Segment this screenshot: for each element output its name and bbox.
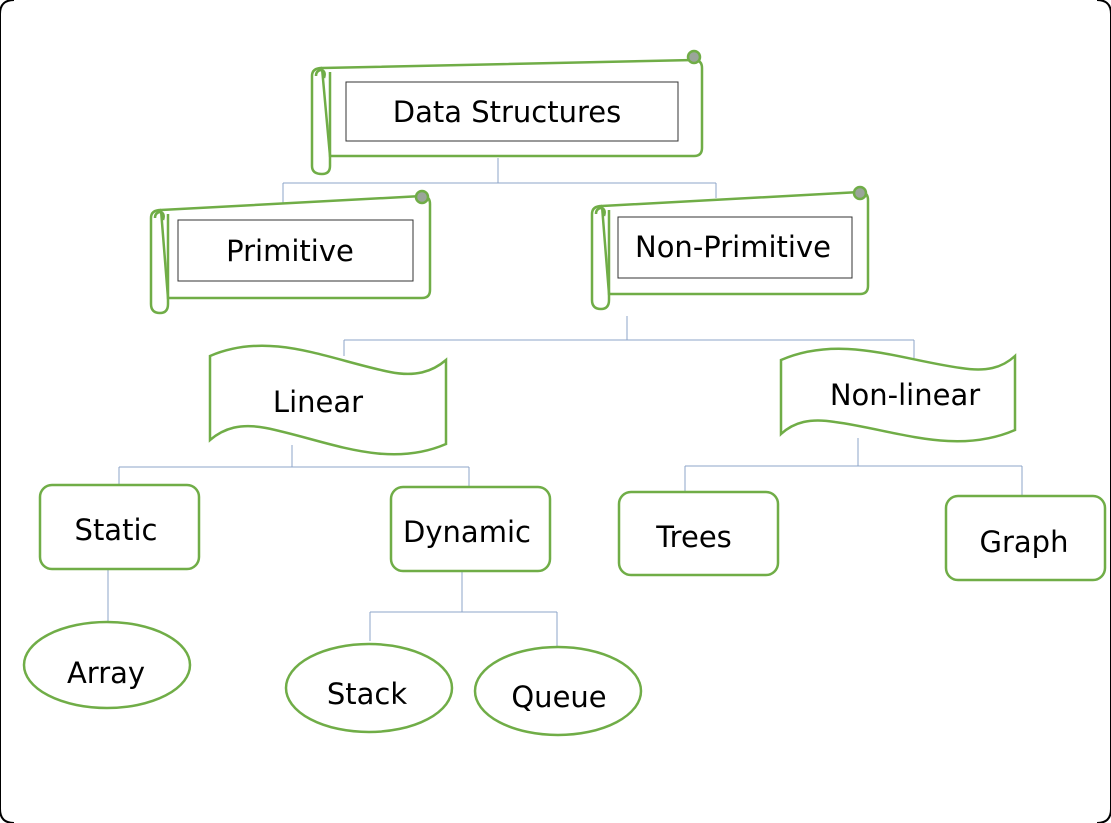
node-label: Trees <box>655 520 732 554</box>
node-linear: Linear <box>208 344 448 456</box>
node-label: Non-Primitive <box>635 230 831 264</box>
node-dynamic: Dynamic <box>389 485 552 573</box>
node-label: Data Structures <box>393 95 621 129</box>
node-array: Array <box>22 620 192 710</box>
node-label: Static <box>75 513 158 547</box>
node-stack: Stack <box>284 642 454 734</box>
node-label: Linear <box>273 385 363 419</box>
node-label: Array <box>67 656 145 690</box>
node-primitive: Primitive <box>149 189 432 315</box>
node-label: Non-linear <box>830 378 980 412</box>
connector-non-linear <box>684 438 1023 496</box>
node-graph: Graph <box>944 494 1107 582</box>
connector-non-primitive <box>343 316 915 358</box>
node-label: Graph <box>980 525 1069 559</box>
node-trees: Trees <box>617 490 780 577</box>
node-label: Primitive <box>226 234 354 268</box>
node-queue: Queue <box>473 645 643 737</box>
connectors <box>107 158 1023 646</box>
node-label: Queue <box>511 680 606 714</box>
node-non-linear: Non-linear <box>779 347 1017 443</box>
node-non-primitive: Non-Primitive <box>590 185 870 311</box>
node-label: Dynamic <box>403 515 531 549</box>
node-static: Static <box>38 483 201 571</box>
connector-root <box>282 158 717 206</box>
connector-dynamic <box>369 572 558 646</box>
node-label: Stack <box>327 677 407 711</box>
connector-linear <box>118 445 470 487</box>
node-data-structures: Data Structures <box>310 49 704 176</box>
